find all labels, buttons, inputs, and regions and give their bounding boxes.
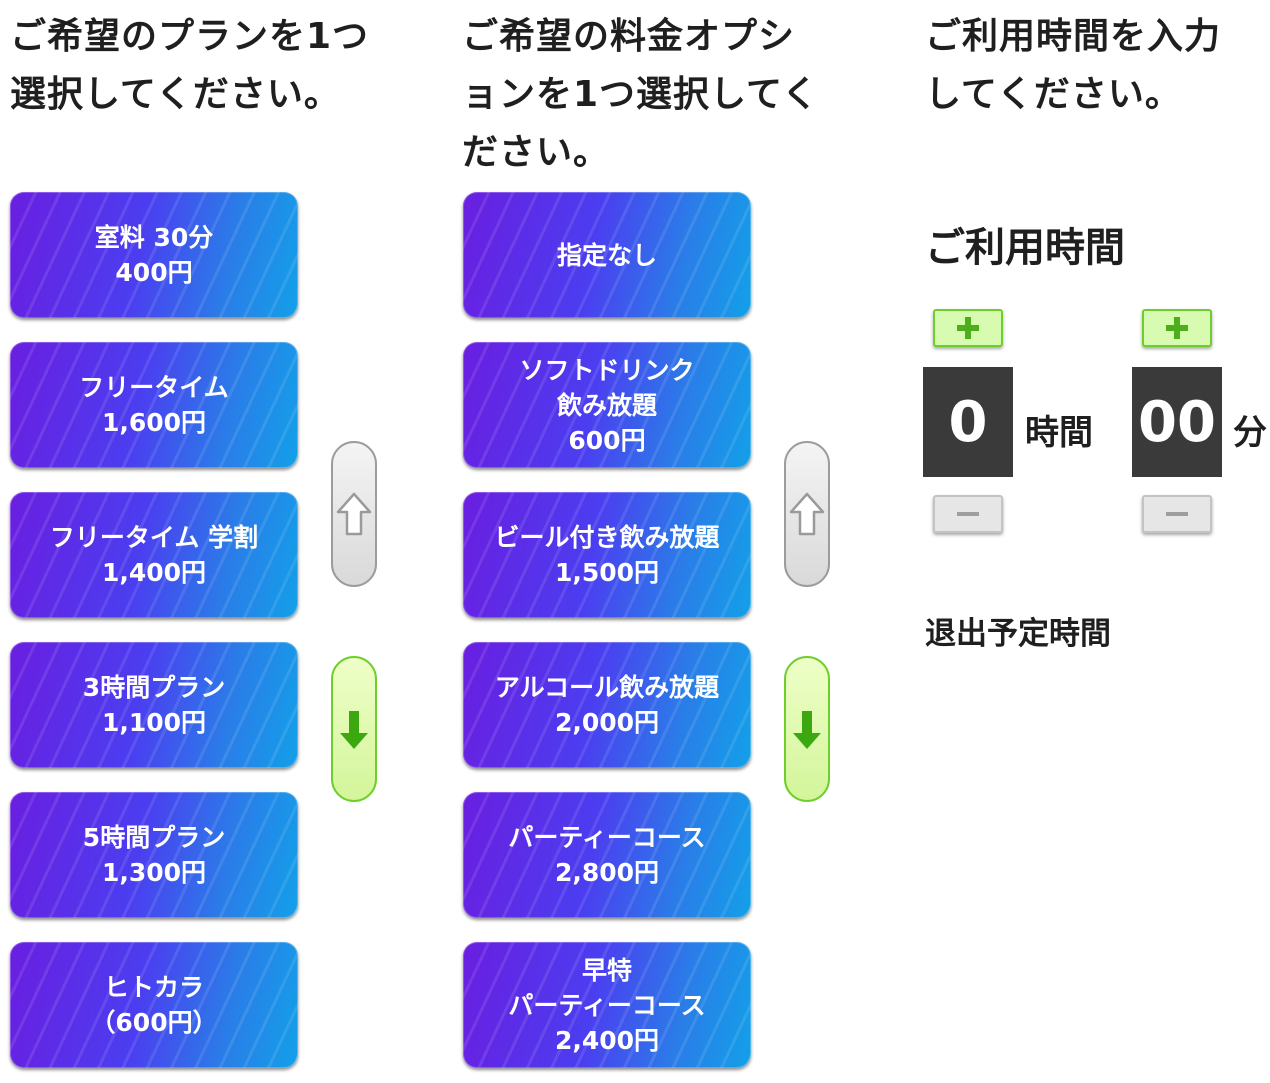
plan-button-5-hour[interactable]: 5時間プラン 1,300円 bbox=[10, 792, 298, 918]
plan-heading: ご希望のプランを1つ 選択してください。 bbox=[10, 16, 370, 115]
usage-heading: ご利用時間を入力 してください。 bbox=[925, 16, 1222, 115]
option-button-alcohol[interactable]: アルコール飲み放題 2,000円 bbox=[463, 642, 751, 768]
arrow-up-outline-icon bbox=[336, 492, 372, 536]
plan-button-free-time-student[interactable]: フリータイム 学割 1,400円 bbox=[10, 492, 298, 618]
arrow-up-outline-icon bbox=[789, 492, 825, 536]
option-button-party[interactable]: パーティーコース 2,800円 bbox=[463, 792, 751, 918]
option-scroll-up-button[interactable] bbox=[784, 441, 830, 587]
plan-button-hitokara[interactable]: ヒトカラ （600円） bbox=[10, 942, 298, 1068]
hours-value: 0 bbox=[923, 367, 1013, 477]
option-button-beer[interactable]: ビール付き飲み放題 1,500円 bbox=[463, 492, 751, 618]
minutes-increment-button[interactable] bbox=[1142, 309, 1212, 347]
option-heading: ご希望の料金オプシ ョンを1つ選択してく ださい。 bbox=[462, 16, 819, 173]
minus-icon bbox=[1166, 512, 1188, 516]
plan-button-3-hour[interactable]: 3時間プラン 1,100円 bbox=[10, 642, 298, 768]
hours-unit-label: 時間 bbox=[1025, 413, 1093, 453]
arrow-down-icon bbox=[793, 711, 821, 749]
usage-time-title: ご利用時間 bbox=[925, 225, 1125, 271]
option-scroll-down-button[interactable] bbox=[784, 656, 830, 802]
plan-scroll-down-button[interactable] bbox=[331, 656, 377, 802]
plus-icon bbox=[1166, 317, 1188, 339]
minutes-value: 00 bbox=[1132, 367, 1222, 477]
plan-button-room-30min[interactable]: 室料 30分 400円 bbox=[10, 192, 298, 318]
hours-increment-button[interactable] bbox=[933, 309, 1003, 347]
plan-button-free-time[interactable]: フリータイム 1,600円 bbox=[10, 342, 298, 468]
plan-scroll-up-button[interactable] bbox=[331, 441, 377, 587]
exit-time-label: 退出予定時間 bbox=[925, 616, 1111, 652]
option-button-soft-drink[interactable]: ソフトドリンク 飲み放題 600円 bbox=[463, 342, 751, 468]
minutes-unit-label: 分 bbox=[1233, 413, 1267, 453]
minutes-decrement-button[interactable] bbox=[1142, 495, 1212, 533]
arrow-down-icon bbox=[340, 711, 368, 749]
minus-icon bbox=[957, 512, 979, 516]
plus-icon bbox=[957, 317, 979, 339]
option-button-none[interactable]: 指定なし bbox=[463, 192, 751, 318]
option-button-early-party[interactable]: 早特 パーティーコース 2,400円 bbox=[463, 942, 751, 1068]
hours-decrement-button[interactable] bbox=[933, 495, 1003, 533]
